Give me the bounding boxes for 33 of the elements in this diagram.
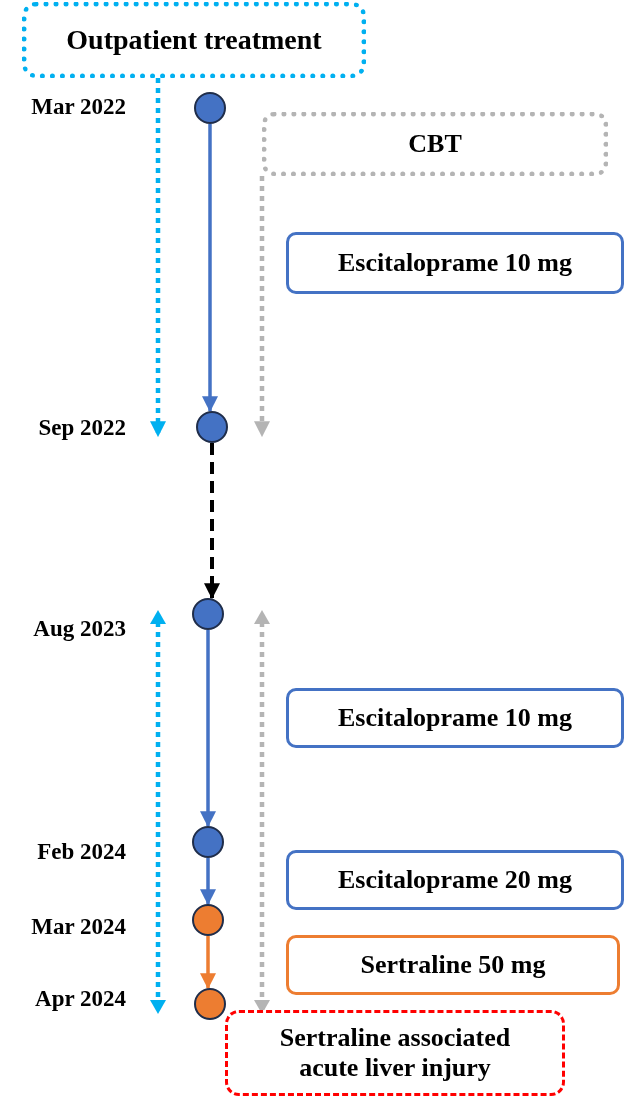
- outcome-box: [225, 1010, 565, 1096]
- arrow: [200, 630, 216, 828]
- box-label: Sertraline associated acute liver injury: [278, 1023, 512, 1083]
- date-label: Mar 2022: [31, 94, 126, 120]
- medication-box: [286, 850, 624, 910]
- timeline-dot: [192, 826, 224, 858]
- date-label: Feb 2024: [37, 839, 126, 865]
- date-label: Sep 2022: [38, 415, 126, 441]
- timeline-dot: [192, 598, 224, 630]
- medication-box: [286, 935, 620, 995]
- arrow: [150, 78, 166, 438]
- box-label: Escitaloprame 10 mg: [338, 248, 572, 278]
- arrow: [254, 176, 270, 438]
- therapy-box: [262, 112, 608, 176]
- medication-box: [286, 688, 624, 748]
- arrow: [202, 124, 218, 413]
- box-label: Sertraline 50 mg: [360, 950, 546, 980]
- timeline-dot: [192, 904, 224, 936]
- box-label: Escitaloprame 10 mg: [338, 703, 572, 733]
- phase-box: [22, 2, 366, 78]
- arrow: [200, 936, 216, 990]
- date-label: Apr 2024: [35, 986, 126, 1012]
- timeline-dot: [196, 411, 228, 443]
- date-label: Mar 2024: [31, 914, 126, 940]
- medication-box: [286, 232, 624, 294]
- arrow: [200, 858, 216, 906]
- date-label: Aug 2023: [33, 616, 126, 642]
- box-label: CBT: [408, 129, 462, 159]
- timeline-dot: [194, 92, 226, 124]
- arrow: [204, 443, 220, 600]
- box-label: Outpatient treatment: [66, 23, 322, 57]
- box-label: Escitaloprame 20 mg: [338, 865, 572, 895]
- timeline-dot: [194, 988, 226, 1020]
